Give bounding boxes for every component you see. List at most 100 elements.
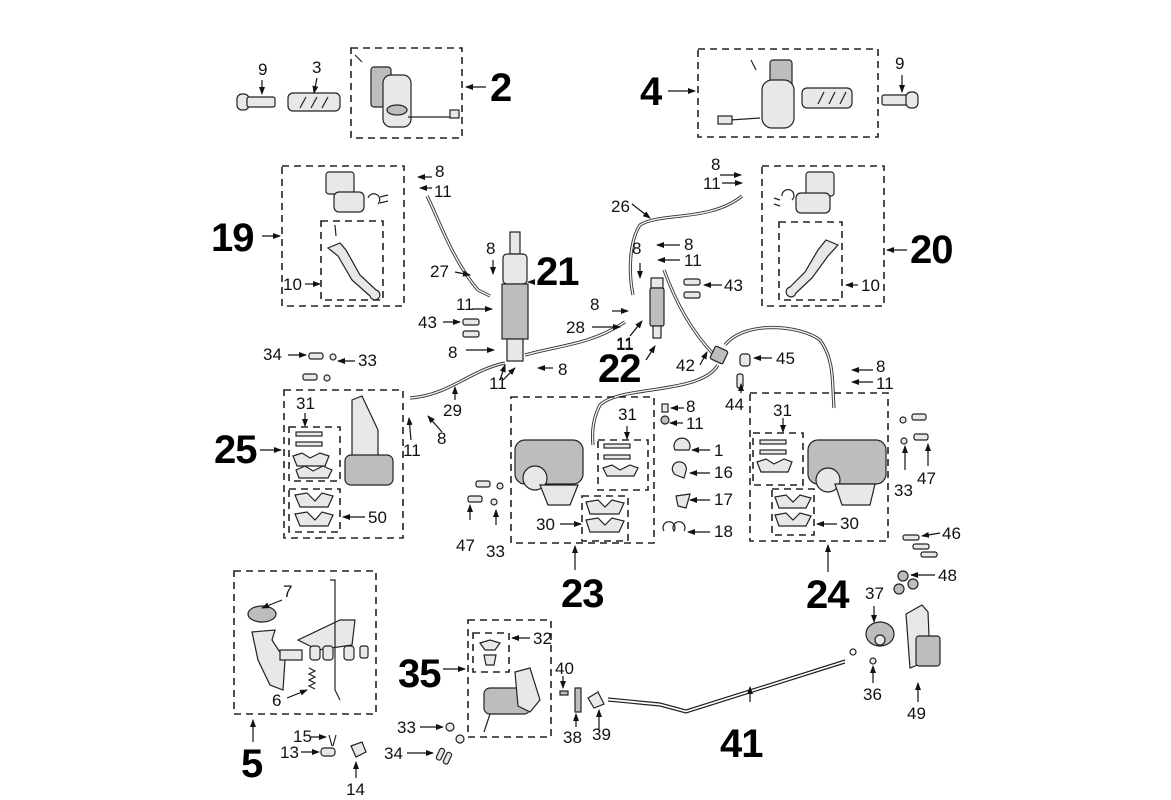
part-label-45[interactable]: 45	[776, 349, 795, 368]
part-label-43[interactable]: 43	[418, 313, 437, 332]
part-label-31[interactable]: 31	[773, 401, 792, 420]
brake-pads-30-mid	[585, 499, 625, 533]
part-label-8[interactable]: 8	[486, 239, 496, 258]
part-label-49[interactable]: 49	[907, 704, 926, 723]
part-label-33[interactable]: 33	[486, 542, 505, 561]
master-cylinder-left	[325, 171, 389, 213]
part-label-11[interactable]: 11	[686, 414, 704, 433]
assembly-box-31-left	[288, 426, 341, 482]
lever-left	[326, 224, 381, 301]
brake-hose-27	[425, 195, 491, 298]
part-label-33[interactable]: 33	[358, 351, 377, 370]
part-label-27[interactable]: 27	[430, 262, 449, 281]
part-label-39[interactable]: 39	[592, 725, 611, 744]
assembly-label-5[interactable]: 5	[241, 742, 263, 786]
part-label-8[interactable]: 8	[590, 295, 600, 314]
parts-32	[479, 639, 501, 666]
part-label-11[interactable]: 11	[703, 174, 721, 193]
assembly-box-4	[697, 48, 879, 138]
part-label-11[interactable]: 11	[616, 335, 634, 354]
part-label-9-right[interactable]: 9	[895, 54, 905, 73]
assembly-label-20[interactable]: 20	[910, 228, 953, 272]
part-label-8[interactable]: 8	[437, 429, 447, 448]
part-label-34[interactable]: 34	[263, 345, 282, 364]
part-label-31[interactable]: 31	[296, 394, 315, 413]
footrest-bracket-5	[247, 579, 369, 701]
part-label-47[interactable]: 47	[456, 536, 475, 555]
part-label-3[interactable]: 3	[312, 58, 322, 77]
assembly-label-22[interactable]: 22	[598, 347, 641, 391]
part-label-8[interactable]: 8	[684, 235, 694, 254]
part-label-42[interactable]: 42	[676, 356, 695, 375]
part-label-18[interactable]: 18	[714, 522, 733, 541]
part-label-15[interactable]: 15	[293, 727, 312, 746]
part-label-29[interactable]: 29	[443, 401, 462, 420]
part-label-8[interactable]: 8	[686, 397, 696, 416]
part-label-11[interactable]: 11	[434, 182, 452, 201]
part-label-6[interactable]: 6	[272, 691, 282, 710]
part-label-44[interactable]: 44	[725, 395, 744, 414]
part-label-17[interactable]: 17	[714, 490, 733, 509]
part-label-8[interactable]: 8	[435, 162, 445, 181]
part-label-10[interactable]: 10	[283, 275, 302, 294]
part-label-33[interactable]: 33	[397, 718, 416, 737]
brake-pads-30-right	[774, 494, 812, 527]
part-label-46[interactable]: 46	[942, 524, 961, 543]
part-label-8[interactable]: 8	[876, 357, 886, 376]
part-label-1[interactable]: 1	[714, 441, 724, 460]
part-label-38[interactable]: 38	[563, 728, 582, 747]
part-label-7[interactable]: 7	[283, 582, 293, 601]
part-label-8[interactable]: 8	[448, 343, 458, 362]
part-label-11[interactable]: 11	[876, 374, 894, 393]
switch-housing-right	[717, 59, 795, 129]
part-label-28[interactable]: 28	[566, 318, 585, 337]
part-label-11[interactable]: 11	[403, 441, 421, 460]
assembly-label-4[interactable]: 4	[640, 70, 662, 114]
part-label-47[interactable]: 47	[917, 469, 936, 488]
part-label-32[interactable]: 32	[533, 629, 552, 648]
part-label-31[interactable]: 31	[618, 405, 637, 424]
brake-rod-41	[607, 648, 857, 714]
part-label-14[interactable]: 14	[346, 780, 365, 799]
part-label-36[interactable]: 36	[863, 685, 882, 704]
rear-master-cylinder-21	[501, 231, 529, 362]
screws-47-33-mid	[467, 480, 504, 506]
part-label-8[interactable]: 8	[558, 360, 568, 379]
part-label-50[interactable]: 50	[368, 508, 387, 527]
part-label-11[interactable]: 11	[684, 251, 702, 270]
screws-33-34-bottom	[435, 722, 465, 765]
part-label-8[interactable]: 8	[632, 239, 642, 258]
assembly-box-32	[472, 632, 510, 673]
part-label-43[interactable]: 43	[724, 276, 743, 295]
assembly-label-41[interactable]: 41	[720, 722, 763, 766]
part-label-13[interactable]: 13	[280, 743, 299, 762]
part-label-11[interactable]: 11	[456, 295, 474, 314]
assembly-label-24[interactable]: 24	[806, 573, 849, 617]
grip-left	[287, 92, 341, 112]
part-label-26[interactable]: 26	[611, 197, 630, 216]
part-label-40[interactable]: 40	[555, 659, 574, 678]
part-label-48[interactable]: 48	[938, 566, 957, 585]
assembly-box-2	[350, 47, 463, 139]
assembly-label-19[interactable]: 19	[211, 216, 254, 260]
part-label-33[interactable]: 33	[894, 481, 913, 500]
part-label-30[interactable]: 30	[840, 514, 859, 533]
part-label-11[interactable]: 11	[616, 334, 634, 353]
part-label-8[interactable]: 8	[711, 155, 721, 174]
part-label-30[interactable]: 30	[536, 515, 555, 534]
part-label-11[interactable]: 11	[489, 374, 507, 393]
assembly-label-35[interactable]: 35	[398, 652, 441, 696]
part-label-34[interactable]: 34	[384, 744, 403, 763]
part-label-9-left[interactable]: 9	[258, 60, 268, 79]
assembly-label-2[interactable]: 2	[490, 66, 512, 110]
assembly-box-23	[510, 396, 655, 544]
part-label-16[interactable]: 16	[714, 463, 733, 482]
assembly-label-25[interactable]: 25	[214, 428, 257, 472]
grip-right	[801, 87, 853, 109]
assembly-label-23[interactable]: 23	[561, 572, 604, 616]
assembly-box-25	[283, 389, 404, 539]
assembly-label-21[interactable]: 21	[536, 250, 579, 294]
caliper-23	[514, 439, 584, 506]
part-label-37[interactable]: 37	[865, 584, 884, 603]
part-label-10[interactable]: 10	[861, 276, 880, 295]
